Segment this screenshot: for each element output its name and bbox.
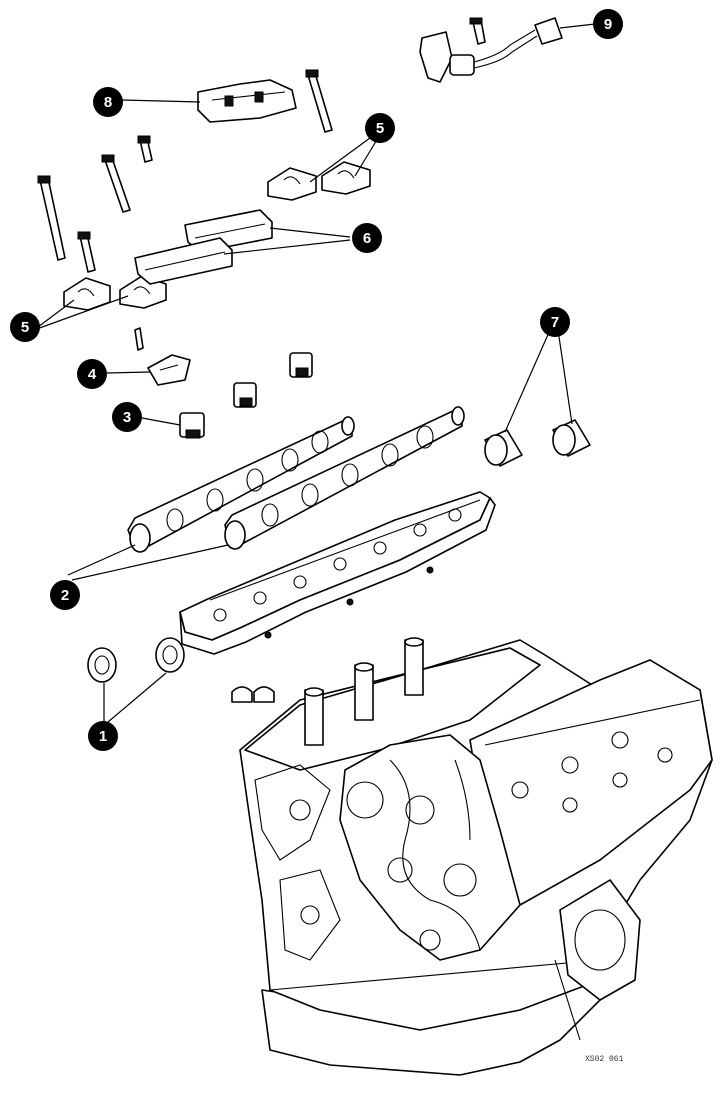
- engine-block: [239, 637, 713, 1076]
- camshafts: [127, 406, 465, 553]
- hydraulic-tappets: [179, 352, 313, 439]
- callout-3: 3: [112, 402, 142, 432]
- callout-1: 1: [88, 721, 118, 751]
- callout-5-upper: 5: [365, 113, 395, 143]
- camshaft-caps-lower: [63, 275, 167, 311]
- svg-text:2: 2: [61, 587, 69, 604]
- callout-2: 2: [50, 580, 80, 610]
- callout-8: 8: [93, 87, 123, 117]
- callout-4: 4: [77, 359, 107, 389]
- leader-lines: [33, 23, 596, 725]
- svg-text:9: 9: [604, 16, 612, 33]
- front-oil-seals: [87, 637, 185, 683]
- bracket-part-4: [134, 327, 191, 386]
- svg-text:3: 3: [123, 409, 131, 426]
- bolts: [37, 17, 486, 273]
- camshaft-sensor: [419, 17, 563, 83]
- bearing-cap-pair: [231, 686, 275, 703]
- callout-9: 9: [593, 9, 623, 39]
- bearing-ladders: [134, 209, 273, 285]
- svg-text:5: 5: [376, 120, 384, 137]
- svg-text:1: 1: [99, 728, 107, 745]
- callout-6: 6: [352, 223, 382, 253]
- callout-5-lower: 5: [10, 312, 40, 342]
- camshaft-caps-upper: [267, 161, 371, 201]
- svg-text:7: 7: [551, 314, 559, 331]
- svg-text:6: 6: [363, 230, 371, 247]
- callout-7: 7: [540, 307, 570, 337]
- cam-carrier-part-8: [197, 79, 297, 123]
- svg-text:4: 4: [88, 366, 97, 383]
- cylinder-head: [179, 491, 496, 655]
- svg-text:8: 8: [104, 94, 112, 111]
- svg-text:5: 5: [21, 319, 29, 336]
- reference-code: XS02 061: [585, 1055, 624, 1064]
- rear-oil-seals: [484, 419, 591, 467]
